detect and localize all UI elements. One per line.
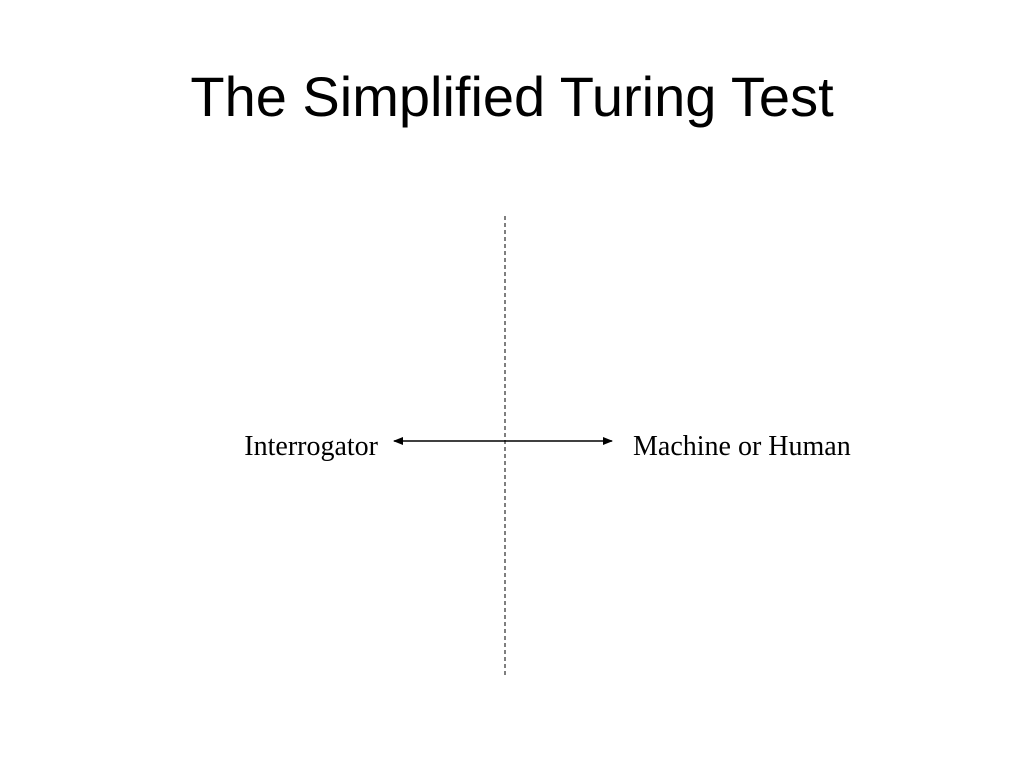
slide-title: The Simplified Turing Test <box>190 65 834 128</box>
interrogator-label: Interrogator <box>244 431 378 462</box>
machine-or-human-label: Machine or Human <box>633 431 851 462</box>
